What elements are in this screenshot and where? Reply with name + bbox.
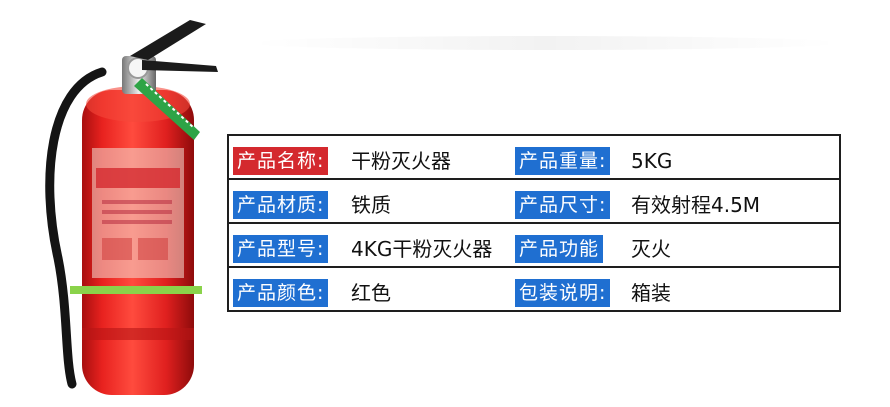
spec-label: 产品名称: — [233, 147, 329, 175]
spec-value: 箱装 — [631, 281, 671, 305]
spec-value: 5KG — [631, 149, 673, 173]
spec-label: 包装说明: — [515, 279, 611, 307]
spec-value: 铁质 — [351, 193, 391, 217]
spec-label: 产品重量: — [515, 147, 611, 175]
handle-top — [130, 20, 206, 60]
spec-value: 干粉灭火器 — [351, 149, 451, 173]
background-shadow — [250, 36, 840, 50]
fire-extinguisher-image — [45, 20, 218, 395]
row-divider — [229, 266, 839, 268]
spec-label: 产品功能 — [515, 235, 604, 263]
safety-tag — [134, 78, 200, 140]
spec-label: 产品颜色: — [233, 279, 329, 307]
spec-label: 产品尺寸: — [515, 191, 611, 219]
spec-value: 有效射程4.5M — [631, 193, 761, 217]
green-strap — [70, 286, 202, 294]
spec-row: 产品名称: 干粉灭火器 产品重量: 5KG — [229, 136, 839, 180]
hose — [45, 67, 107, 389]
spec-value: 灭火 — [631, 237, 671, 261]
spec-label: 产品型号: — [233, 235, 329, 263]
spec-row: 产品型号: 4KG干粉灭火器产品功能 灭火 — [229, 224, 839, 268]
handle-bottom — [142, 60, 218, 72]
spec-label: 产品材质: — [233, 191, 329, 219]
row-divider — [229, 178, 839, 180]
row-divider — [229, 222, 839, 224]
spec-value: 4KG干粉灭火器 — [351, 237, 493, 261]
spec-row: 产品颜色: 红色 包装说明: 箱装 — [229, 268, 839, 312]
spec-value: 红色 — [351, 281, 391, 305]
spec-row: 产品材质: 铁质 产品尺寸: 有效射程4.5M — [229, 180, 839, 224]
